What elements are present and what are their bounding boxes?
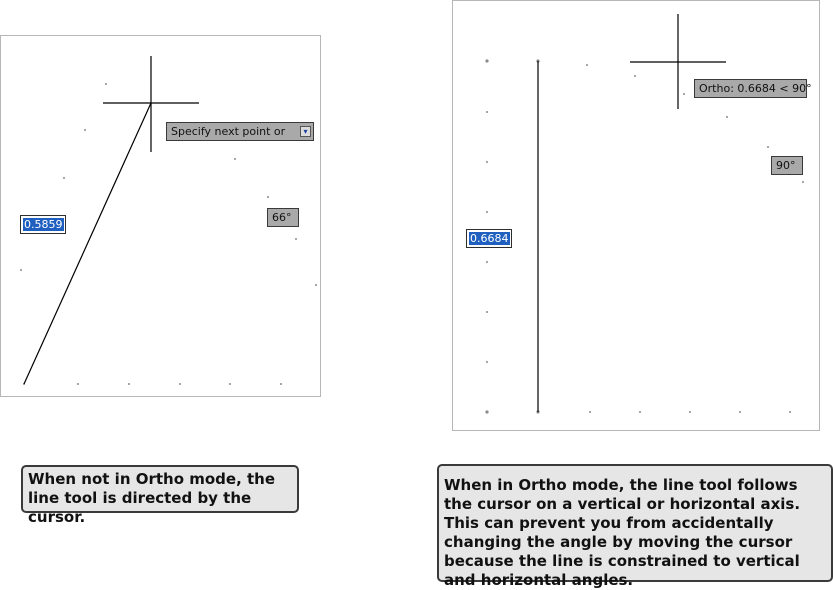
crosshair-cursor bbox=[630, 14, 726, 109]
command-prompt-tooltip: Specify next point or ▾ bbox=[166, 122, 314, 141]
length-input[interactable]: 0.6684 bbox=[466, 229, 512, 248]
drawing-area-ortho-mode[interactable]: Ortho: 0.6684 < 90° 0.6684 90° bbox=[452, 0, 820, 431]
ortho-tooltip: Ortho: 0.6684 < 90° bbox=[694, 79, 812, 98]
caption-free-mode: When not in Ortho mode, the line tool is… bbox=[21, 465, 299, 526]
angle-value: 66° bbox=[272, 211, 292, 224]
angle-value: 90° bbox=[776, 159, 796, 172]
crosshair-cursor bbox=[103, 56, 199, 152]
caption-ortho-mode: When in Ortho mode, the line tool follow… bbox=[437, 464, 833, 589]
angle-tooltip: 66° bbox=[267, 208, 299, 227]
length-value: 0.5859 bbox=[23, 218, 64, 231]
drawing-canvas bbox=[485, 14, 804, 414]
drawn-line bbox=[23, 102, 152, 385]
snap-grid bbox=[485, 59, 804, 414]
length-input[interactable]: 0.5859 bbox=[20, 215, 66, 234]
ortho-text: Ortho: 0.6684 < 90° bbox=[699, 82, 812, 95]
drawing-canvas bbox=[20, 56, 317, 385]
drawing-area-free-mode[interactable]: Specify next point or ▾ 0.5859 66° bbox=[0, 35, 321, 397]
down-arrow-icon[interactable]: ▾ bbox=[300, 126, 311, 137]
angle-tooltip: 90° bbox=[771, 156, 803, 175]
length-value: 0.6684 bbox=[469, 232, 510, 245]
prompt-text: Specify next point or bbox=[171, 125, 286, 138]
